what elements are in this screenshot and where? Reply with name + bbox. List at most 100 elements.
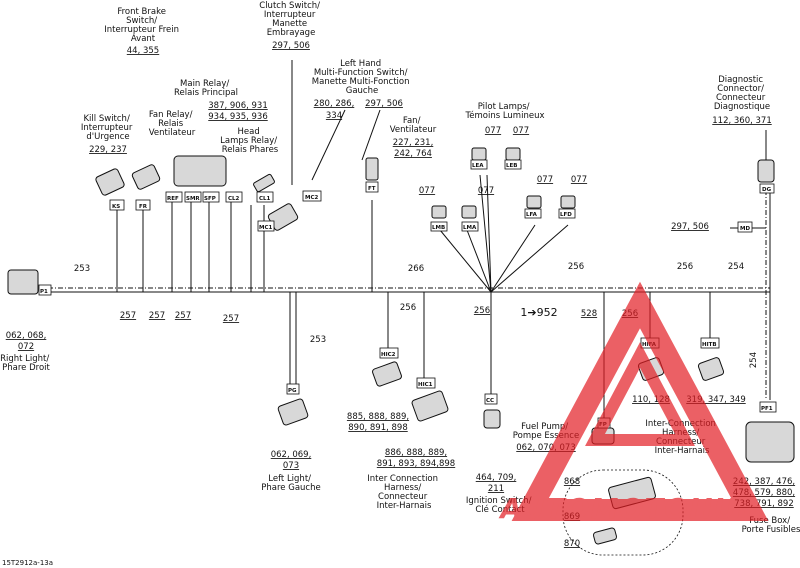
left-light-ref-a: 062, 069, <box>271 450 312 460</box>
pilot-lamps-ref-a: 077 <box>485 126 501 136</box>
hitb-connector <box>697 357 725 381</box>
right-light-connector <box>7 269 39 295</box>
lamp-ref-lfa: 077 <box>537 175 553 185</box>
hic2-connector <box>372 361 402 387</box>
wire-254-b: 254 <box>749 352 759 368</box>
left-light-label: Left Light/ Phare Gauche <box>261 474 320 493</box>
connectors <box>7 147 795 556</box>
kill-ref: 229, 237 <box>89 145 127 155</box>
inset-small-connector <box>592 527 618 545</box>
tag-cc: CC <box>486 398 494 404</box>
tag-lfd: LFD <box>560 212 572 218</box>
tag-cl2: CL2 <box>228 196 240 202</box>
fan-label: Fan/ Ventilateur <box>390 116 437 135</box>
tag-hitb: HITB <box>702 342 717 348</box>
wire-256-d: 256 <box>677 262 693 272</box>
tag-pf1: PF1 <box>761 406 773 412</box>
diag-ref: 112, 360, 371 <box>712 116 771 126</box>
front-brake-ref: 44, 355 <box>127 46 159 56</box>
interconn-ref-b: 319, 347, 349 <box>686 395 745 405</box>
fuse-ref-b: 478, 579, 880, <box>733 488 795 498</box>
connector-tags: P1 KS FR REF SMR SFP CL2 CL1 MC1 MC2 FT … <box>38 159 777 429</box>
tag-mc1: MC1 <box>259 225 273 231</box>
main-relay-block <box>173 155 227 187</box>
fuse-label: Fuse Box/ Porte Fusibles <box>742 516 800 535</box>
wire-266: 266 <box>408 264 424 274</box>
ref-297-506: 297, 506 <box>671 222 709 232</box>
tag-lmb: LMB <box>432 225 445 231</box>
clutch-connector <box>253 173 275 193</box>
diag-connector <box>757 159 775 183</box>
tag-hic1: HIC1 <box>418 382 433 388</box>
tag-smr: SMR <box>186 196 200 202</box>
fuse-ref-c: 738, 791, 892 <box>734 499 793 509</box>
right-light-ref-b: 072 <box>18 342 34 352</box>
figure-code: 15T2912a-13a <box>2 559 53 567</box>
ignition-ref-b: 211 <box>488 484 504 494</box>
clutch-label: Clutch Switch/ Interrupteur Manette Embr… <box>259 1 322 38</box>
branch-wires <box>116 60 767 420</box>
tag-lma: LMA <box>463 225 477 231</box>
fan-relay-label: Fan Relay/ Relais Ventilateur <box>149 110 196 138</box>
main-relay-label: Main Relay/ Relais Principal <box>174 79 238 98</box>
tag-fr: FR <box>139 204 148 210</box>
watermark-text: AUTOMOTOHUB <box>498 492 759 525</box>
ignition-ref-a: 464, 709, <box>476 473 517 483</box>
left-mfs-label: Left Hand Multi-Function Switch/ Manette… <box>312 59 412 96</box>
bundle-256-c: 256 <box>474 306 490 316</box>
pilot-lamp-a <box>471 147 487 161</box>
inset-ref-a: 868 <box>564 477 580 487</box>
right-light-ref-a: 062, 068, <box>6 331 47 341</box>
wire-253-a: 253 <box>74 264 90 274</box>
lamp-ref-lmb: 077 <box>419 186 435 196</box>
component-labels: Front Brake Switch/ Interrupteur Frein A… <box>0 1 800 549</box>
fan-ref-a: 227, 231, <box>393 138 434 148</box>
wire-253-b: 253 <box>310 335 326 345</box>
left-mfs-ref-b: 334 <box>326 111 342 121</box>
pilot-lamps-label: Pilot Lamps/ Témoins Lumineux <box>465 102 545 121</box>
lamp-ref-lfd: 077 <box>571 175 587 185</box>
tag-ref: REF <box>167 196 179 202</box>
wire-256-a: 256 <box>568 262 584 272</box>
hic1-ref-a: 886, 888, 889, <box>385 448 447 458</box>
relay-refs-a: 387, 906, 931 <box>208 101 267 111</box>
left-mfs-ref-c: 297, 506 <box>365 99 403 109</box>
fuel-pump-label: Fuel Pump/ Pompe Essence <box>513 422 579 441</box>
lamp-lmb <box>431 205 447 219</box>
fuse-box <box>745 421 795 463</box>
ignition-label: Ignition Switch/ Clé Contact <box>466 496 534 515</box>
hic2-ref-a: 885, 888, 889, <box>347 412 409 422</box>
kill-label: Kill Switch/ Interrupteur d'Urgence <box>81 114 135 142</box>
relay-refs-b: 934, 935, 936 <box>208 112 267 122</box>
inset-ref-c: 870 <box>564 539 580 549</box>
interconn-ref-a: 110, 128 <box>632 395 670 405</box>
tag-pg: PG <box>288 388 297 394</box>
tag-lea: LEA <box>472 163 484 169</box>
bundle-528: 528 <box>581 309 597 319</box>
tag-md: MD <box>740 226 750 232</box>
lamp-lfd <box>560 195 576 209</box>
tag-ft: FT <box>368 186 376 192</box>
tag-cl1: CL1 <box>259 196 271 202</box>
left-light-connector <box>277 398 309 426</box>
jump-1-952: 1➔952 <box>520 306 557 319</box>
ignition-connector <box>483 409 501 429</box>
pilot-lamps-ref-b: 077 <box>513 126 529 136</box>
bundle-257-c: 257 <box>175 311 191 321</box>
bundle-256-b: 256 <box>400 303 416 313</box>
kill-switch-connector <box>95 168 125 196</box>
tag-lfa: LFA <box>526 212 538 218</box>
hic1-label: Inter Connection Harness/ Connecteur Int… <box>367 474 440 511</box>
left-light-ref-b: 073 <box>283 461 299 471</box>
clutch-ref: 297, 506 <box>272 41 310 51</box>
tag-sfp: SFP <box>204 196 216 202</box>
watermark-logo: AUTOMOTOHUB <box>498 281 769 525</box>
tag-mc2: MC2 <box>305 195 319 201</box>
hic1-connector <box>411 390 449 422</box>
fuse-ref-a: 242, 387, 476, <box>733 477 795 487</box>
bundle-257-b: 257 <box>149 311 165 321</box>
hic1-ref-b: 891, 893, 894,898 <box>377 459 455 469</box>
front-brake-connector <box>131 164 161 190</box>
tag-leb: LEB <box>506 163 517 169</box>
